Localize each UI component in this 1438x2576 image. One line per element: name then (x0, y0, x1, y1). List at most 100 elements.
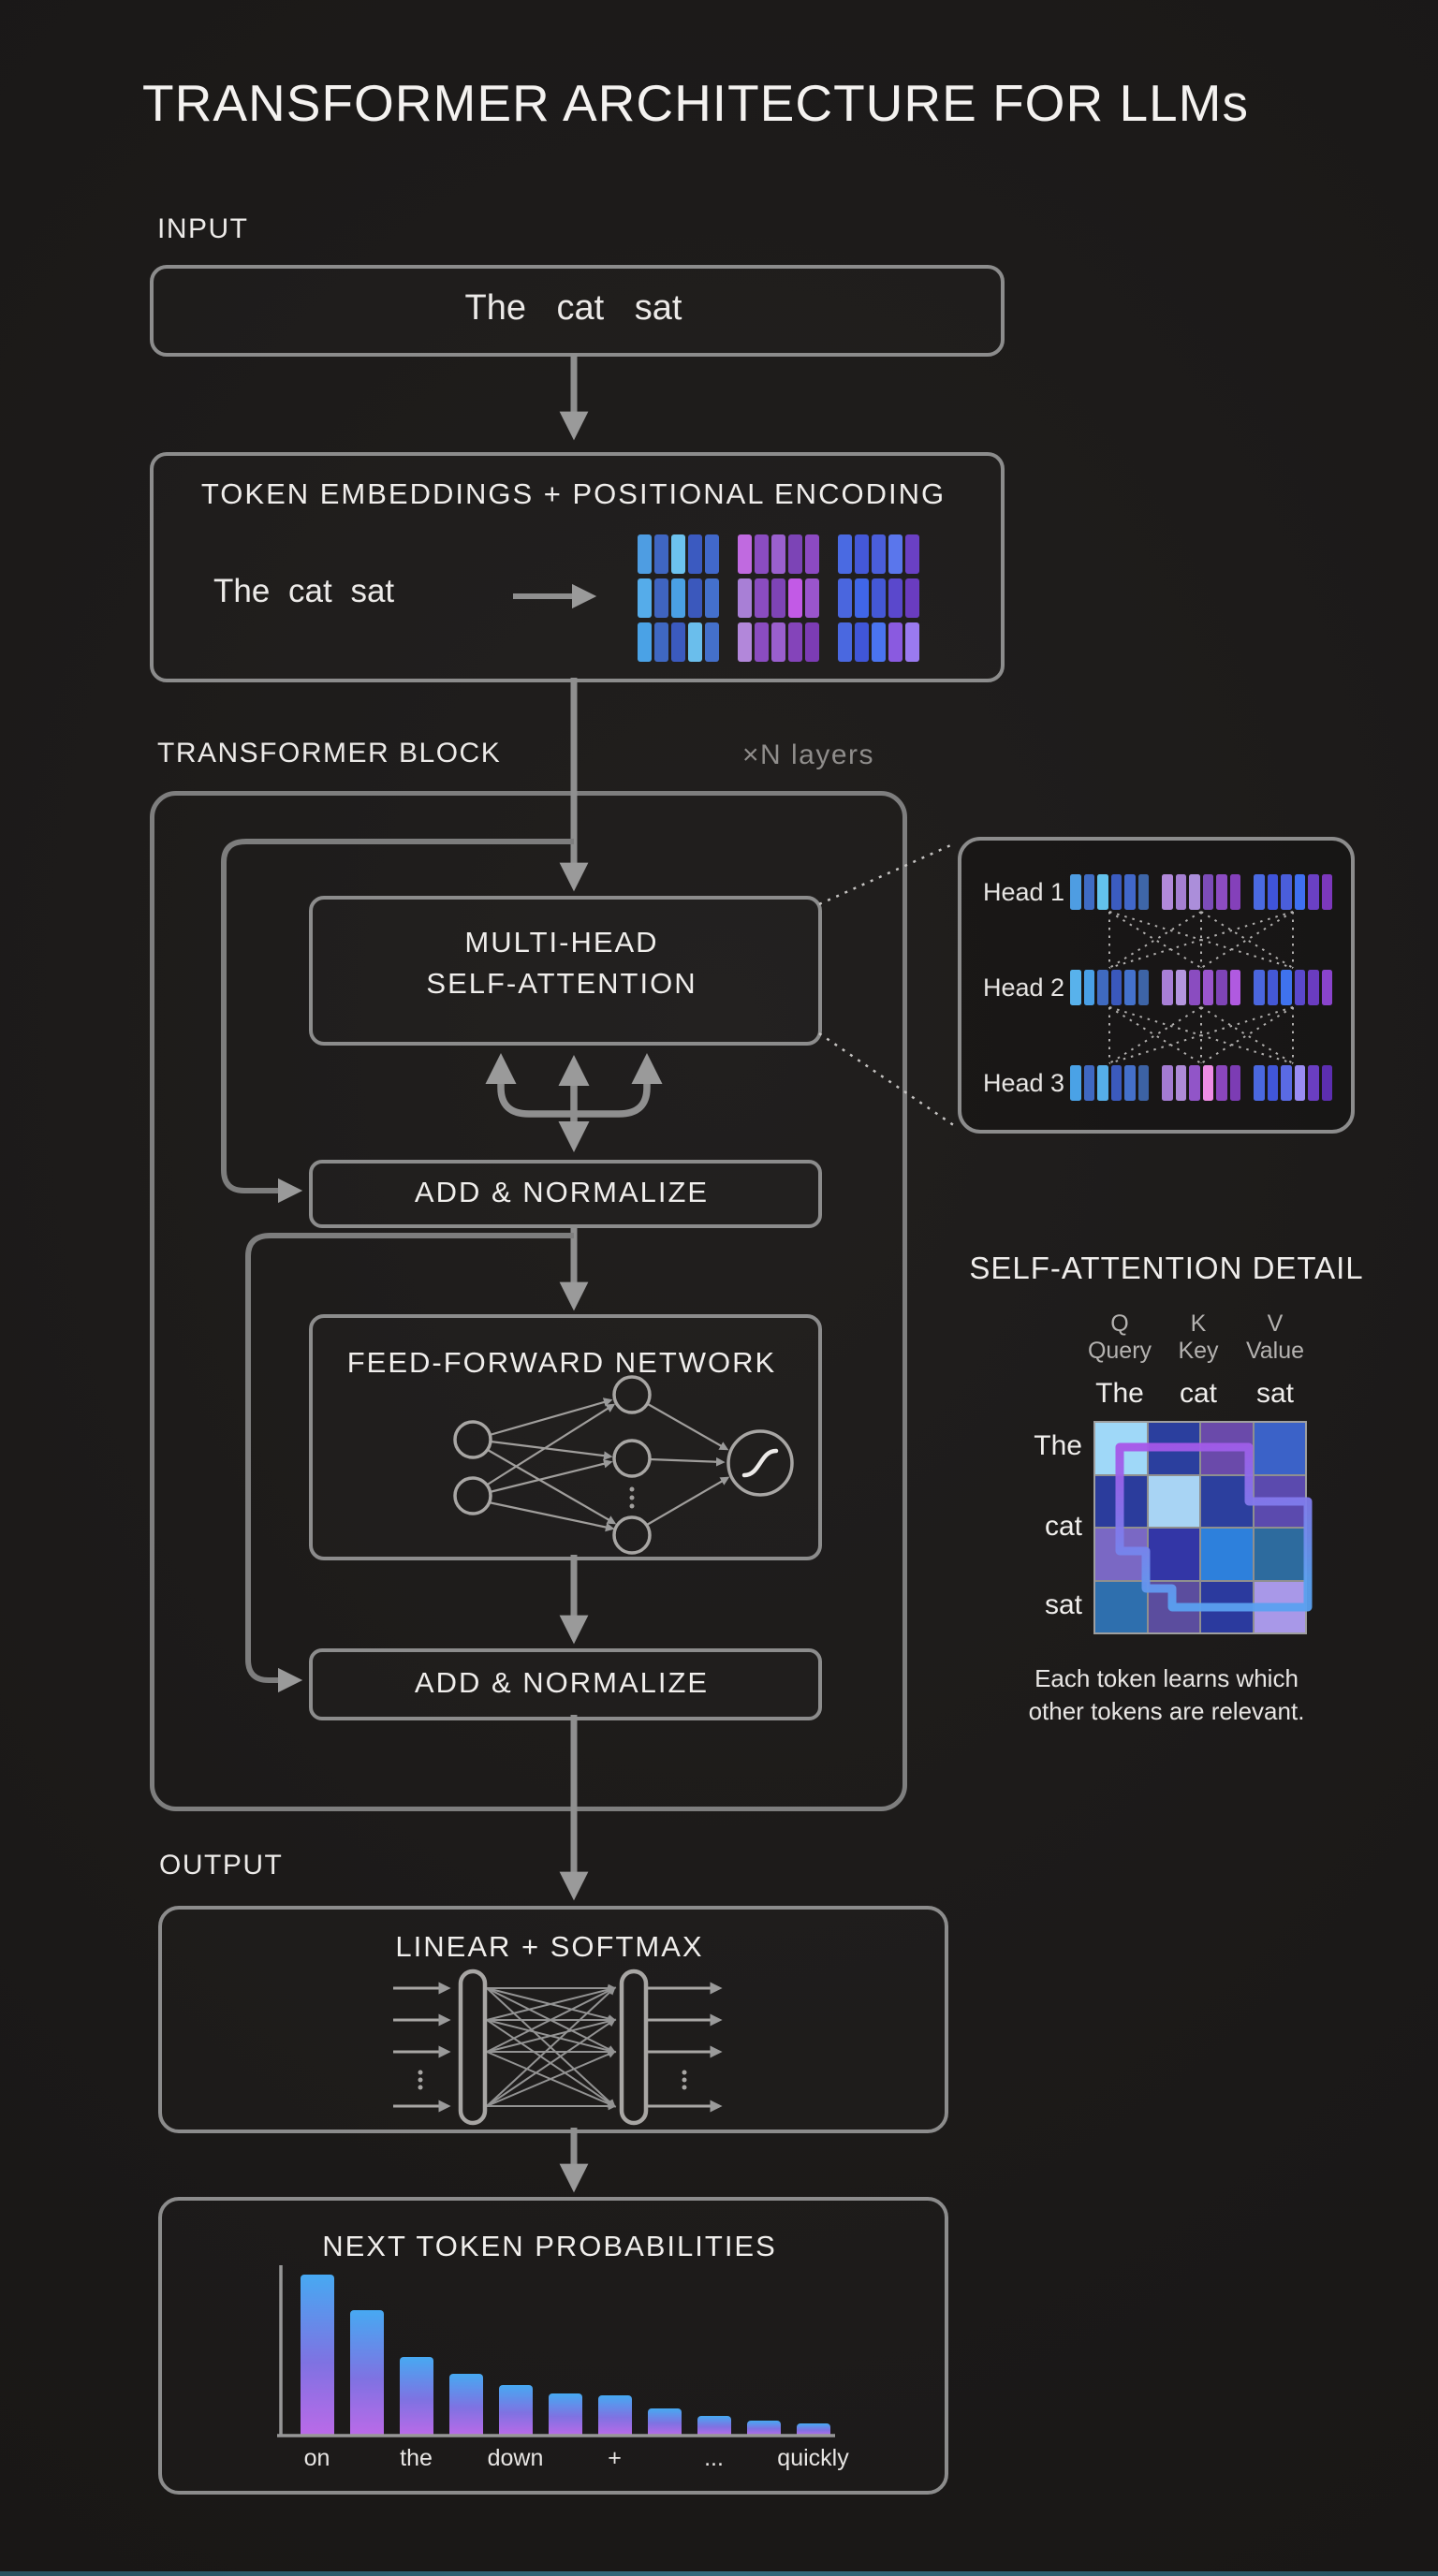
attention-matrix-cell (1095, 1581, 1147, 1632)
probability-bar (647, 2408, 682, 2436)
head-cell (1097, 874, 1108, 910)
v-letter: V (1267, 1310, 1284, 1337)
embedding-cell (838, 534, 852, 574)
embedding-vector (838, 622, 919, 662)
probability-bar-slot: + (590, 2273, 639, 2471)
head-cell (1321, 1065, 1332, 1101)
probability-bar (399, 2357, 433, 2436)
probability-bar-label: quickly (777, 2445, 849, 2471)
head-vector (1162, 970, 1240, 1005)
attention-matrix-cell (1201, 1529, 1253, 1580)
embedding-cell (638, 578, 652, 618)
head-vectors (1070, 874, 1332, 910)
col-token-cat: cat (1179, 1378, 1218, 1409)
embedding-cell (671, 622, 685, 662)
embedding-vector (838, 534, 919, 574)
mhsa-title-line2: SELF-ATTENTION (426, 967, 697, 1000)
head-cell (1189, 1065, 1200, 1101)
head-cell (1110, 1065, 1122, 1101)
attention-matrix-cell (1254, 1581, 1305, 1632)
attention-caption: Each token learns which other tokens are… (965, 1662, 1368, 1728)
embedding-vector (638, 534, 719, 574)
embedding-cell (638, 534, 652, 574)
head-cell (1083, 874, 1094, 910)
embedding-cell (755, 578, 769, 618)
head-cell (1189, 970, 1200, 1005)
head-cell (1294, 1065, 1305, 1101)
embedding-vector (738, 578, 819, 618)
k-letter: K (1190, 1310, 1207, 1337)
probability-bar-slot (342, 2273, 391, 2436)
embedding-grid (638, 534, 919, 662)
input-section-label: INPUT (157, 213, 249, 244)
row-token-the: The (1034, 1430, 1082, 1461)
attention-matrix-cell (1095, 1423, 1147, 1474)
attention-matrix (1093, 1421, 1307, 1634)
embedding-cell (688, 622, 702, 662)
bottom-edge-strip (0, 2571, 1438, 2576)
probability-bar (448, 2374, 483, 2436)
head-cell (1321, 970, 1332, 1005)
probability-bar-slot (540, 2273, 590, 2436)
head-cell (1294, 874, 1305, 910)
embedding-cell (788, 534, 802, 574)
embedding-vector (738, 534, 819, 574)
embedding-cell (805, 534, 819, 574)
linear-softmax-title: LINEAR + SOFTMAX (395, 1930, 704, 1963)
embedding-cell (888, 534, 902, 574)
input-box (150, 265, 1005, 357)
attention-matrix-cell (1148, 1475, 1199, 1527)
embedding-cell (872, 534, 886, 574)
head-cell (1083, 1065, 1094, 1101)
head-cell (1097, 1065, 1108, 1101)
head-cell (1254, 874, 1265, 910)
head-cell (1175, 874, 1186, 910)
probability-bar-slot: ... (689, 2273, 739, 2471)
attention-matrix-cell (1095, 1529, 1147, 1580)
row-token-sat: sat (1044, 1589, 1082, 1620)
head-vector (1254, 970, 1332, 1005)
probability-bar-label: + (608, 2445, 622, 2471)
embedding-cell (654, 534, 668, 574)
head-cell (1124, 874, 1136, 910)
attention-matrix-cell (1095, 1475, 1147, 1527)
head-cell (1110, 874, 1122, 910)
head-cell (1162, 1065, 1173, 1101)
embedding-vector (638, 622, 719, 662)
embedding-cell (638, 622, 652, 662)
head-cell (1216, 1065, 1227, 1101)
embedding-cell (905, 578, 919, 618)
head-vector (1254, 874, 1332, 910)
head-cell (1308, 970, 1319, 1005)
attention-matrix-cell (1201, 1423, 1253, 1474)
head-vector (1254, 1065, 1332, 1101)
head-cell (1308, 1065, 1319, 1101)
head-vector (1070, 874, 1149, 910)
attention-matrix-cell (1254, 1475, 1305, 1527)
head-cell (1281, 970, 1292, 1005)
embedding-row (638, 534, 919, 574)
attention-matrix-cell (1254, 1529, 1305, 1580)
head-cell (1254, 1065, 1265, 1101)
probability-bar-slot (639, 2273, 689, 2436)
mhsa-title: MULTI-HEAD SELF-ATTENTION (309, 922, 814, 1004)
attention-matrix-cell (1148, 1529, 1199, 1580)
probability-bar (498, 2385, 533, 2436)
qkv-query: Q Query (1078, 1310, 1162, 1365)
input-tokens: The cat sat (464, 288, 682, 328)
head-cell (1281, 874, 1292, 910)
embedding-cell (855, 534, 869, 574)
head-cell (1216, 874, 1227, 910)
probability-bar (349, 2310, 384, 2436)
addnorm1-title: ADD & NORMALIZE (414, 1176, 710, 1208)
embedding-cell (905, 534, 919, 574)
embedding-cell (771, 578, 785, 618)
head-cell (1229, 874, 1240, 910)
probability-bar (548, 2393, 582, 2436)
head-cell (1294, 970, 1305, 1005)
qkv-value: V Value (1233, 1310, 1317, 1365)
embedding-cell (738, 622, 752, 662)
output-section-label: OUTPUT (159, 1850, 284, 1881)
